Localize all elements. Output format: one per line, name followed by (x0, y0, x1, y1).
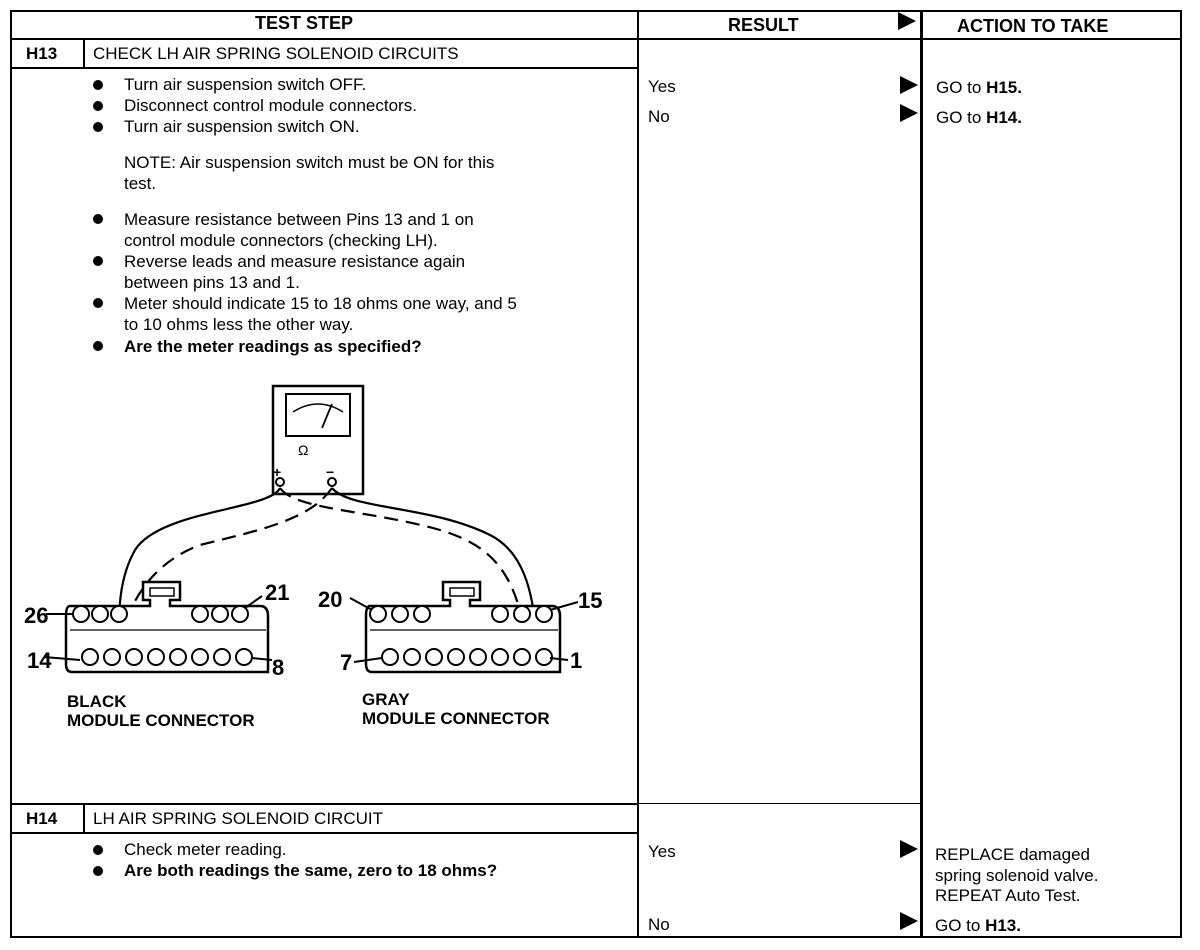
h13-step-6-line-2: to 10 ohms less the other way. (124, 315, 354, 334)
meter-plus-label: + (273, 464, 282, 480)
h13-title: CHECK LH AIR SPRING SOLENOID CIRCUITS (93, 44, 459, 63)
h13-note-line-2: test. (124, 174, 157, 193)
ohm-symbol: Ω (298, 442, 309, 458)
action-step-ref[interactable]: H15. (986, 78, 1022, 97)
bullet-icon (93, 122, 103, 132)
bullet-icon (93, 214, 103, 224)
arrow-icon (900, 76, 918, 94)
h14-title: LH AIR SPRING SOLENOID CIRCUIT (93, 809, 383, 828)
gray-connector-label-2: MODULE CONNECTOR (362, 709, 550, 728)
h13-step-6-line-1: Meter should indicate 15 to 18 ohms one … (124, 294, 517, 313)
header-divider (10, 38, 1182, 40)
h13-step-5-line-1: Reverse leads and measure resistance aga… (124, 252, 466, 271)
h14-result-no: No (648, 915, 670, 934)
col-divider-result (637, 10, 639, 938)
meter-jack-minus (327, 477, 337, 487)
h14-action-yes-line-2: spring solenoid valve. (935, 866, 1099, 885)
bullet-icon (93, 298, 103, 308)
h14-step-1: Check meter reading. (124, 840, 287, 859)
h13-result-no: No (648, 107, 670, 126)
pin-26-label: 26 (24, 603, 49, 628)
h13-id: H13 (26, 44, 58, 63)
ohmmeter-connector-diagram (43, 384, 579, 674)
bullet-icon (93, 101, 103, 111)
h14-action-yes-line-3: REPEAT Auto Test. (935, 886, 1081, 905)
gray-connector-label-1: GRAY (362, 690, 410, 709)
arrow-icon (900, 912, 918, 930)
h14-id-divider (83, 803, 85, 833)
bullet-icon (93, 866, 103, 876)
h14-id: H14 (26, 809, 58, 828)
h13-action-no: GO to H14. (936, 108, 1022, 128)
h13-action-yes: GO to H15. (936, 78, 1022, 98)
test-step-table (10, 10, 1182, 938)
black-connector-label-2: MODULE CONNECTOR (67, 711, 255, 730)
action-step-ref[interactable]: H14. (986, 108, 1022, 127)
action-step-ref[interactable]: H13. (985, 916, 1021, 935)
h13-step-3: Turn air suspension switch ON. (124, 117, 360, 136)
arrow-icon (900, 840, 918, 858)
h13-note-line-1: NOTE: Air suspension switch must be ON f… (124, 153, 495, 172)
action-text: GO to (936, 108, 987, 127)
pin-15-label: 15 (578, 588, 603, 613)
header-arrow-icon (898, 12, 916, 30)
pin-14-label: 14 (27, 648, 52, 673)
h14-result-yes: Yes (648, 842, 676, 861)
meter-minus-label: − (326, 464, 335, 480)
meter-jack-plus (275, 477, 285, 487)
header-test-step: TEST STEP (255, 13, 354, 33)
header-action: ACTION TO TAKE (957, 16, 1109, 36)
arrow-icon (900, 104, 918, 122)
h13-step-1: Turn air suspension switch OFF. (124, 75, 367, 94)
h13-title-divider (10, 67, 638, 69)
h13-step-4-line-1: Measure resistance between Pins 13 and 1… (124, 210, 474, 229)
pin-7-label: 7 (340, 650, 353, 675)
pin-21-label: 21 (265, 580, 290, 605)
pin-8-label: 8 (272, 655, 285, 680)
h14-question: Are both readings the same, zero to 18 o… (124, 861, 498, 880)
bullet-icon (93, 341, 103, 351)
ohmmeter-dial (285, 393, 351, 437)
h13-result-divider (637, 803, 921, 804)
bullet-icon (93, 256, 103, 266)
pin-1-label: 1 (570, 648, 583, 673)
pin-20-label: 20 (318, 587, 343, 612)
h13-step-2: Disconnect control module connectors. (124, 96, 417, 115)
header-result: RESULT (728, 15, 799, 35)
h13-id-divider (83, 38, 85, 68)
black-connector-label-1: BLACK (67, 692, 127, 711)
h13-result-yes: Yes (648, 77, 676, 96)
h13-step-5-line-2: between pins 13 and 1. (124, 273, 300, 292)
h14-top-divider (10, 803, 638, 805)
col-divider-action (920, 10, 923, 938)
action-text: GO to (935, 916, 986, 935)
bullet-icon (93, 845, 103, 855)
action-text: GO to (936, 78, 987, 97)
bullet-icon (93, 80, 103, 90)
h14-action-yes-line-1: REPLACE damaged (935, 845, 1090, 864)
h13-question: Are the meter readings as specified? (124, 337, 422, 356)
h14-action-no: GO to H13. (935, 916, 1021, 936)
h14-title-divider (10, 832, 638, 834)
h13-step-4-line-2: control module connectors (checking LH). (124, 231, 438, 250)
